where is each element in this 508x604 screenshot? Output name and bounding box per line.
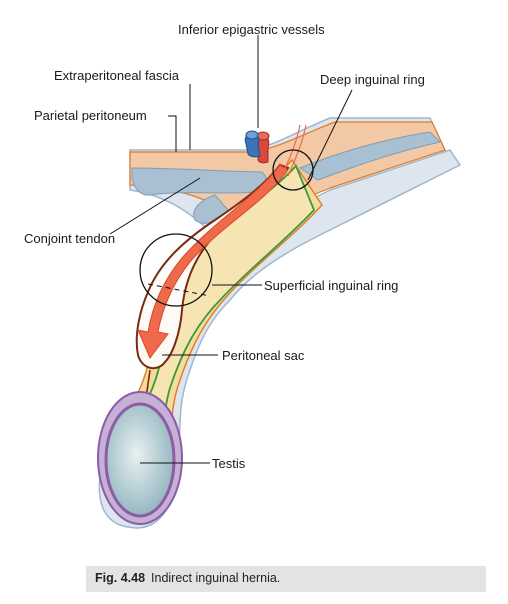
label-parietal-peritoneum: Parietal peritoneum [34,108,147,123]
label-testis: Testis [212,456,246,471]
label-peritoneal-sac: Peritoneal sac [222,348,305,363]
epigastric-vein-lumen [245,130,259,140]
label-inferior-epigastric: Inferior epigastric vessels [178,22,325,37]
label-deep-ring: Deep inguinal ring [320,72,425,87]
spermatic-cord-vessels [281,124,301,176]
figure-number: Fig. 4.48 [95,571,146,585]
spermatic-cord-vessels-2 [287,124,307,177]
fascial-layer [131,167,268,196]
superficial-ring-dash [147,283,211,297]
label-conjoint-tendon: Conjoint tendon [24,231,115,246]
label-extraperitoneal-fascia: Extraperitoneal fascia [54,68,180,83]
figure-caption: Fig. 4.48 Indirect inguinal hernia. [86,566,486,592]
superficial-ring-marker [139,233,213,307]
upper-muscle-layer [298,131,441,181]
leader-parietal [168,115,177,152]
hernia-arrow [137,164,289,359]
label-superficial-ring: Superficial inguinal ring [264,278,398,293]
testis-shape [104,402,176,518]
leader-deep-ring [307,89,353,181]
caption-text: Indirect inguinal hernia. [151,571,281,585]
leader-conjoint [109,177,201,235]
